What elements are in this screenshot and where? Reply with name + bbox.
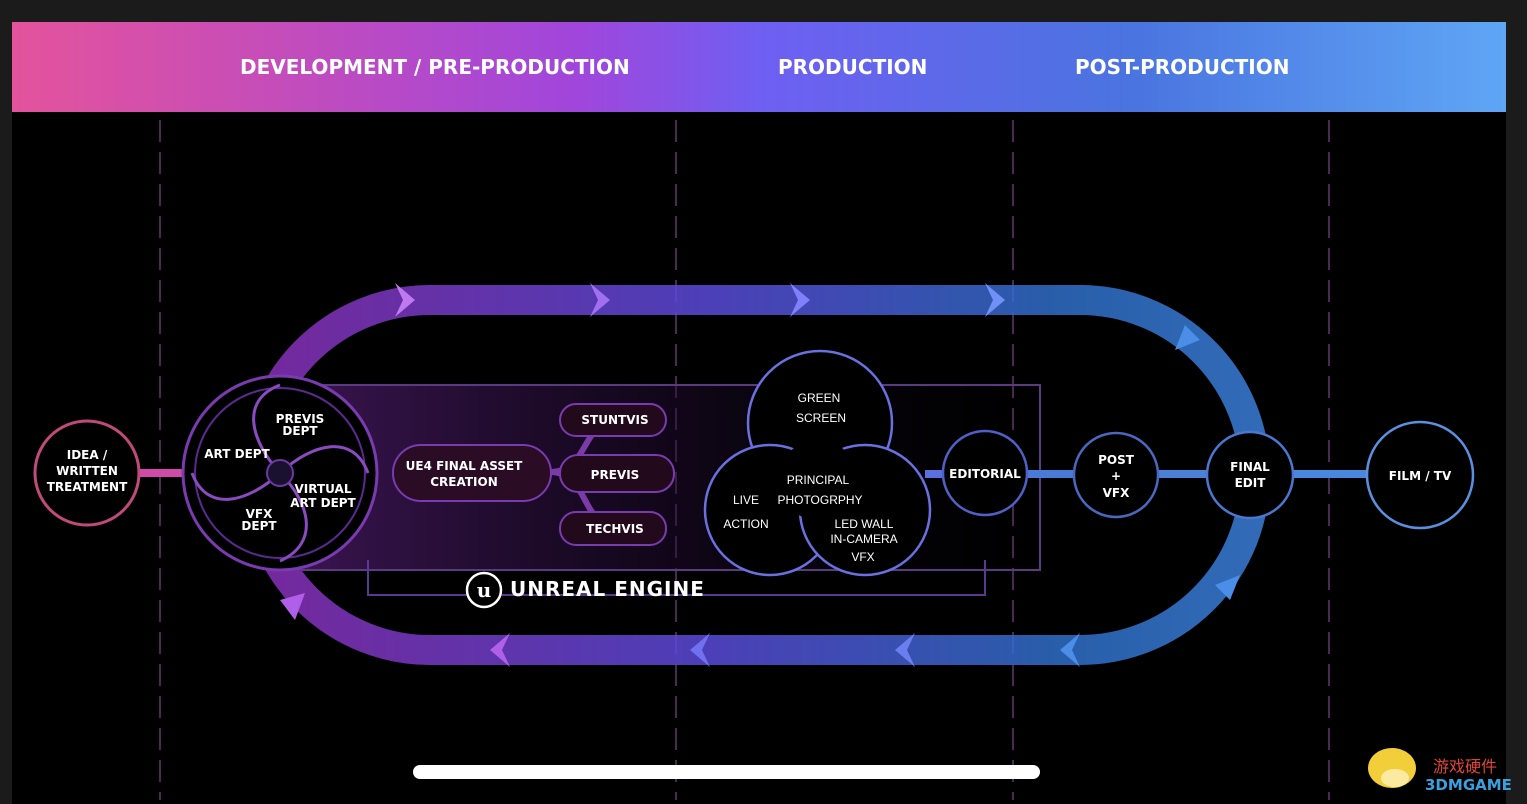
svg-text:ART DEPT: ART DEPT [204,447,270,461]
node-editorial: EDITORIAL [941,429,1029,517]
node-departments: PREVIS DEPT ART DEPT VIRTUAL ART DEPT VF… [181,374,379,572]
svg-text:3DMGAME: 3DMGAME [1425,776,1512,794]
phase-header [12,22,1506,112]
svg-text:IN-CAMERA: IN-CAMERA [830,532,897,546]
svg-text:PREVIS: PREVIS [276,412,325,426]
svg-text:UNREAL ENGINE: UNREAL ENGINE [510,577,705,601]
node-previs: PREVIS [559,454,675,493]
svg-text:u: u [477,578,492,602]
node-techvis: TECHVIS [559,511,667,546]
svg-text:EDIT: EDIT [1235,476,1267,490]
svg-text:VFX: VFX [851,550,874,564]
svg-text:+: + [1111,469,1121,483]
svg-text:SCREEN: SCREEN [796,411,846,425]
svg-text:DEPT: DEPT [282,424,318,438]
node-post-vfx: POST + VFX [1072,431,1160,519]
svg-text:FILM / TV: FILM / TV [1389,469,1452,483]
svg-text:IDEA /: IDEA / [67,448,108,462]
unreal-engine-logo: u UNREAL ENGINE [465,571,705,609]
svg-text:TREATMENT: TREATMENT [47,480,128,494]
svg-text:GREEN: GREEN [798,391,841,405]
node-stuntvis: STUNTVIS [559,403,667,437]
svg-text:EDITORIAL: EDITORIAL [949,467,1021,481]
svg-text:ART DEPT: ART DEPT [290,496,356,510]
watermark: 游戏硬件 3DMGAME [1368,748,1512,794]
node-film-tv: FILM / TV [1365,420,1475,530]
svg-text:POST: POST [1098,453,1135,467]
svg-text:游戏硬件: 游戏硬件 [1433,757,1497,776]
svg-text:WRITTEN: WRITTEN [56,464,118,478]
svg-text:VFX: VFX [246,507,273,521]
unreal-bracket [367,560,986,596]
svg-text:CREATION: CREATION [430,475,498,489]
svg-text:FINAL: FINAL [1230,460,1270,474]
phase-post-production: POST-PRODUCTION [1075,55,1289,79]
svg-text:UE4 FINAL ASSET: UE4 FINAL ASSET [406,459,524,473]
node-idea: IDEA / WRITTEN TREATMENT [33,419,141,527]
svg-text:VIRTUAL: VIRTUAL [295,482,352,496]
phase-production: PRODUCTION [778,55,927,79]
svg-text:LED WALL: LED WALL [835,517,894,531]
svg-text:TECHVIS: TECHVIS [586,522,644,536]
svg-text:PREVIS: PREVIS [591,468,640,482]
svg-text:PHOTOGRPHY: PHOTOGRPHY [777,493,862,507]
svg-text:ACTION: ACTION [723,517,768,531]
node-final-edit: FINAL EDIT [1205,430,1295,520]
svg-text:STUNTVIS: STUNTVIS [581,413,648,427]
svg-text:VFX: VFX [1103,486,1130,500]
unreal-logo-icon [465,571,503,609]
loop-arrows [280,283,1240,667]
phase-development: DEVELOPMENT / PRE-PRODUCTION [240,55,630,79]
node-principal-photography: GREEN SCREEN PRINCIPAL PHOTOGRPHY LIVE A… [703,349,932,577]
svg-text:DEPT: DEPT [241,519,277,533]
svg-text:LIVE: LIVE [733,493,759,507]
svg-text:PRINCIPAL: PRINCIPAL [787,473,850,487]
home-indicator[interactable] [413,765,1040,779]
node-ue4-asset-creation: UE4 FINAL ASSET CREATION [392,444,552,502]
